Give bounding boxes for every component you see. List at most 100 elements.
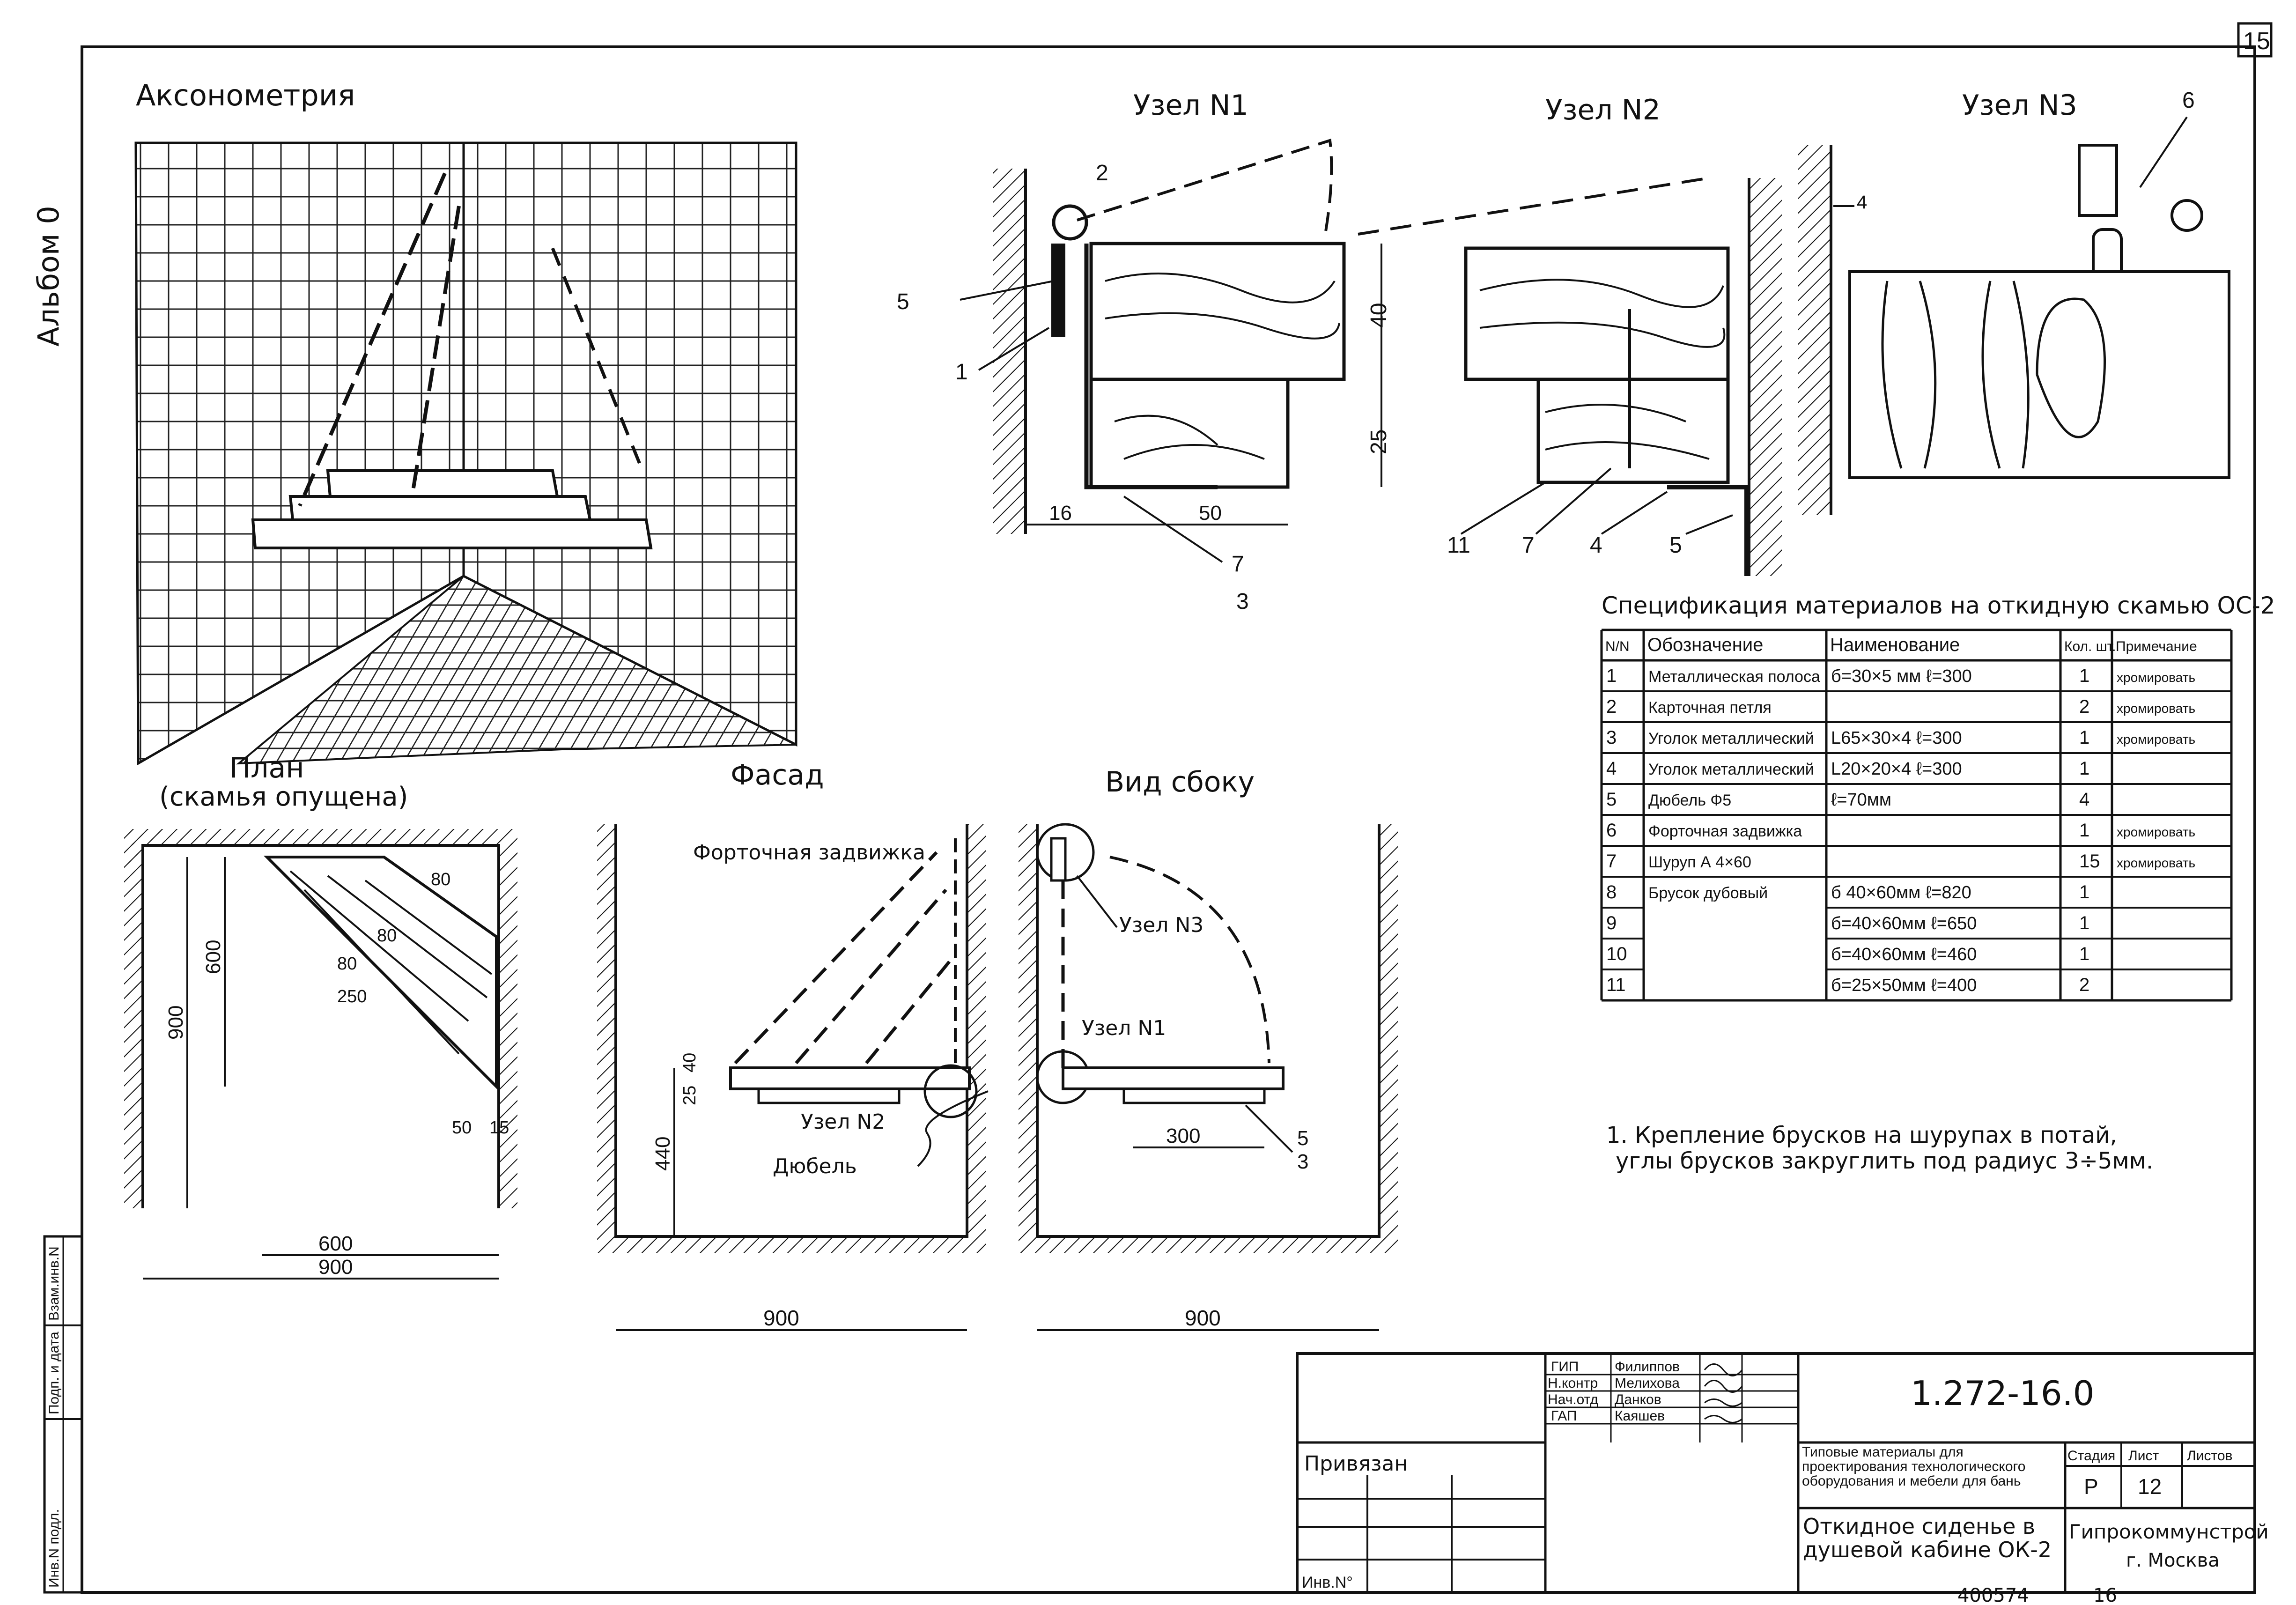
spec-cell: б=40×60мм ℓ=650	[1831, 914, 1977, 933]
axonometry-seat	[251, 518, 653, 549]
spec-cell: 15	[2079, 851, 2100, 872]
inv-label: Инв.N°	[1302, 1574, 1353, 1591]
node2-detail: Узел N2 11 7 4 5	[1358, 94, 1782, 576]
spec-header-cell: Обозначение	[1647, 635, 1763, 655]
organization: Гипрокоммунстрой	[2069, 1520, 2269, 1543]
archive-number: 400574	[1957, 1585, 2029, 1605]
spec-cell: 6	[1606, 820, 1617, 841]
spec-cell: 7	[1606, 851, 1617, 872]
side-walls	[1036, 824, 1381, 1238]
facade-title: Фасад	[731, 759, 824, 791]
spec-cell: 1	[1606, 666, 1617, 686]
album-label: Альбом 0	[31, 206, 66, 347]
node1-callout-3: 3	[1236, 589, 1249, 614]
drawing-title-line2: душевой кабине ОК-2	[1803, 1537, 2052, 1562]
node3-wall-hatch	[1798, 145, 1831, 515]
spec-cell: хромировать	[2117, 701, 2195, 716]
spec-cell: 2	[2079, 975, 2089, 995]
node3-leader	[2139, 116, 2188, 188]
axonometry-view: Аксонометрия	[134, 78, 797, 766]
axonometry-title: Аксонометрия	[136, 78, 355, 112]
side-title: Вид сбоку	[1105, 766, 1255, 799]
node3-seat-block	[1848, 270, 2230, 479]
facade-fold-line	[795, 888, 947, 1065]
side-wall-hatch-right	[1379, 824, 1398, 1236]
plan-dim-900: 900	[164, 1006, 187, 1040]
left-strip: Инв.N подл. Подп. и дата Взам.инв.N	[43, 1235, 83, 1594]
node3-detail: Узел N3 6 4	[1798, 88, 2230, 515]
spec-cell: хромировать	[2117, 856, 2195, 870]
spec-cell: Уголок металлический	[1648, 761, 1814, 778]
node2-title: Узел N2	[1545, 94, 1661, 126]
tied-label: Привязан	[1304, 1452, 1408, 1476]
facade-fold-line	[865, 959, 952, 1065]
node1-angle	[1084, 244, 1218, 489]
node3-latch-knob	[2170, 199, 2203, 232]
side-node3-leader	[1076, 875, 1118, 928]
staff-role-2: Н.контр	[1548, 1376, 1598, 1391]
facade-dowel-label: Дюбель	[773, 1154, 857, 1178]
stage-header: Стадия	[2067, 1448, 2115, 1464]
plan-dim-600: 600	[202, 940, 225, 974]
spec-cell: 1	[2079, 944, 2089, 964]
side-node1-label: Узел N1	[1082, 1016, 1166, 1040]
spec-cell: хромировать	[2117, 732, 2195, 747]
plan-dim-15: 15	[489, 1118, 509, 1138]
plan-wall-hatch-left	[124, 843, 143, 1208]
staff-name-4: Каяшев	[1615, 1408, 1665, 1424]
axonometry-fold-line	[410, 206, 461, 497]
spec-title: Спецификация материалов на откидную скам…	[1602, 592, 2275, 619]
node1-leader	[960, 280, 1054, 301]
facade-dim-width: 900	[763, 1306, 799, 1330]
staff-name-1: Филиппов	[1615, 1359, 1680, 1375]
node1-dim-50: 50	[1199, 502, 1222, 525]
node1-callout-2: 2	[1096, 161, 1108, 185]
node3-wood-grain	[1881, 281, 2106, 469]
spec-cell: 4	[1606, 758, 1617, 779]
spec-cell: 1	[2079, 758, 2089, 779]
facade-node2-marker	[923, 1064, 978, 1118]
sheet-frame	[81, 45, 2256, 1594]
spec-cell: Уголок металлический	[1648, 730, 1814, 747]
node2-wood-grain	[1479, 279, 1726, 460]
plan-view: План (скамья опущена) 900 600 80 80 80 2…	[124, 752, 517, 1280]
facade-walls	[614, 824, 968, 1238]
node1-wood-grain	[1105, 273, 1340, 460]
node1-hinge	[1052, 204, 1088, 241]
staff-name-2: Мелихова	[1615, 1376, 1680, 1391]
side-node3-label: Узел N3	[1119, 913, 1203, 937]
side-wall-hatch-left	[1019, 824, 1037, 1236]
plan-wall-hatch-top	[124, 829, 517, 845]
plan-dim-bottom-600: 600	[318, 1232, 353, 1255]
side-swing-arc	[1109, 856, 1270, 1064]
spec-cell: Брусок дубовый	[1648, 884, 1768, 902]
node1-leader	[978, 327, 1050, 371]
spec-cell: б=30×5 мм ℓ=300	[1831, 666, 1972, 686]
spec-header-cell: N/N	[1605, 639, 1630, 654]
axonometry-floor	[236, 575, 797, 765]
spec-cell: Дюбель Ф5	[1648, 791, 1731, 809]
spec-cell: 9	[1606, 913, 1617, 933]
node3-latch-body	[2078, 144, 2118, 217]
node2-bar	[1536, 377, 1730, 484]
node3-callout-6: 6	[2182, 88, 2195, 113]
spec-cell: хромировать	[2117, 825, 2195, 839]
facade-node2-label: Узел N2	[801, 1110, 885, 1134]
drawing-title-line1: Откидное сиденье в	[1803, 1514, 2035, 1539]
node1-bar	[1089, 377, 1290, 489]
sheet-header: Лист	[2128, 1448, 2159, 1464]
left-strip-replace: Взам.инв.N	[46, 1246, 62, 1321]
spec-header-cell: Наименование	[1830, 635, 1960, 655]
spec-header-cell: Примечание	[2116, 639, 2197, 654]
side-callout-3: 3	[1297, 1150, 1308, 1173]
spec-cell: 1	[2079, 820, 2089, 841]
spec-cell: 2	[2079, 696, 2089, 717]
spec-cell: б=40×60мм ℓ=460	[1831, 945, 1977, 964]
spec-cell: 1	[2079, 882, 2089, 902]
spec-cell: 8	[1606, 882, 1617, 902]
plan-walls	[141, 844, 500, 1208]
staff-signatures	[1704, 1363, 1743, 1423]
left-strip-sign: Подп. и дата	[46, 1331, 62, 1414]
